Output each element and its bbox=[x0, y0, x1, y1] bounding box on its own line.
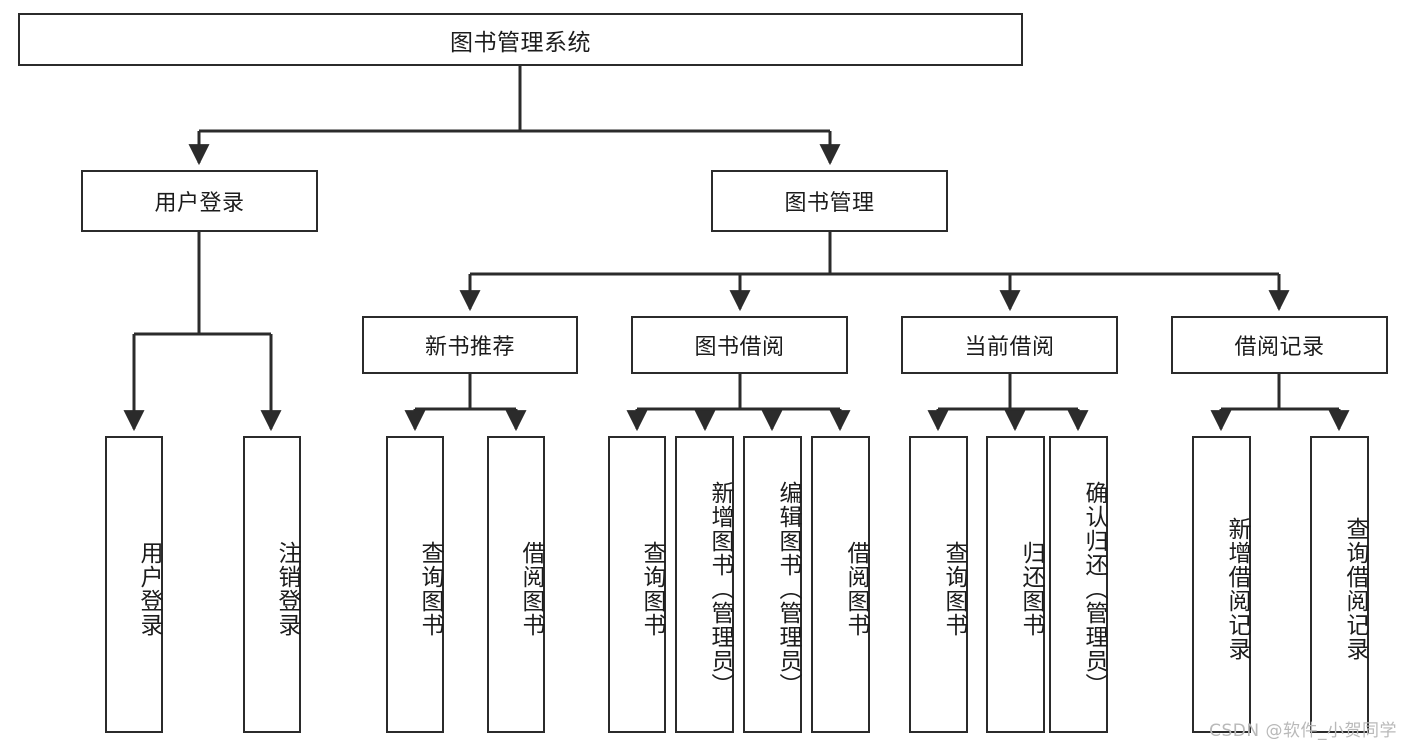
node-user-login[interactable]: 用户登录 bbox=[81, 170, 318, 232]
node-leaf-add-record[interactable]: 新增借阅记录 bbox=[1192, 436, 1251, 733]
node-root[interactable]: 图书管理系统 bbox=[18, 13, 1023, 66]
node-leaf-borrow-book-bor[interactable]: 借阅图书 bbox=[811, 436, 870, 733]
node-leaf-query-book-cur-label: 查询图书 bbox=[941, 540, 967, 637]
node-leaf-return-book[interactable]: 归还图书 bbox=[986, 436, 1045, 733]
node-leaf-borrow-book-rec[interactable]: 借阅图书 bbox=[487, 436, 545, 733]
node-leaf-query-book-cur[interactable]: 查询图书 bbox=[909, 436, 968, 733]
node-leaf-borrow-book-rec-label: 借阅图书 bbox=[518, 540, 544, 637]
node-leaf-confirm-return-label: 确认归还（管理员） bbox=[1081, 480, 1107, 697]
node-new-book-rec[interactable]: 新书推荐 bbox=[362, 316, 578, 374]
node-leaf-confirm-return[interactable]: 确认归还（管理员） bbox=[1049, 436, 1108, 733]
node-leaf-query-record-label: 查询借阅记录 bbox=[1342, 516, 1368, 661]
node-book-borrow[interactable]: 图书借阅 bbox=[631, 316, 848, 374]
node-leaf-return-book-label: 归还图书 bbox=[1018, 540, 1044, 637]
node-leaf-query-book-rec[interactable]: 查询图书 bbox=[386, 436, 444, 733]
node-current-borrow-label: 当前借阅 bbox=[964, 335, 1055, 360]
node-borrow-record-label: 借阅记录 bbox=[1234, 335, 1325, 360]
node-user-login-label: 用户登录 bbox=[154, 191, 245, 216]
node-root-label: 图书管理系统 bbox=[450, 29, 591, 56]
node-leaf-logout[interactable]: 注销登录 bbox=[243, 436, 301, 733]
node-book-borrow-label: 图书借阅 bbox=[694, 335, 785, 360]
csdn-watermark: CSDN @软件_小贺同学 bbox=[1209, 721, 1397, 741]
node-leaf-user-login[interactable]: 用户登录 bbox=[105, 436, 163, 733]
node-new-book-rec-label: 新书推荐 bbox=[424, 335, 515, 360]
node-leaf-edit-book[interactable]: 编辑图书（管理员） bbox=[743, 436, 802, 733]
node-leaf-query-book-bor-label: 查询图书 bbox=[639, 540, 665, 637]
node-leaf-user-login-label: 用户登录 bbox=[136, 540, 162, 637]
node-leaf-logout-label: 注销登录 bbox=[274, 540, 300, 637]
node-leaf-add-book[interactable]: 新增图书（管理员） bbox=[675, 436, 734, 733]
node-leaf-edit-book-label: 编辑图书（管理员） bbox=[775, 480, 801, 697]
node-leaf-add-record-label: 新增借阅记录 bbox=[1224, 516, 1250, 661]
node-current-borrow[interactable]: 当前借阅 bbox=[901, 316, 1118, 374]
node-leaf-query-record[interactable]: 查询借阅记录 bbox=[1310, 436, 1369, 733]
node-borrow-record[interactable]: 借阅记录 bbox=[1171, 316, 1388, 374]
node-leaf-query-book-bor[interactable]: 查询图书 bbox=[608, 436, 666, 733]
node-leaf-add-book-label: 新增图书（管理员） bbox=[707, 480, 733, 697]
node-leaf-query-book-rec-label: 查询图书 bbox=[417, 540, 443, 637]
node-book-manage[interactable]: 图书管理 bbox=[711, 170, 948, 232]
node-book-manage-label: 图书管理 bbox=[784, 191, 875, 216]
node-leaf-borrow-book-bor-label: 借阅图书 bbox=[843, 540, 869, 637]
